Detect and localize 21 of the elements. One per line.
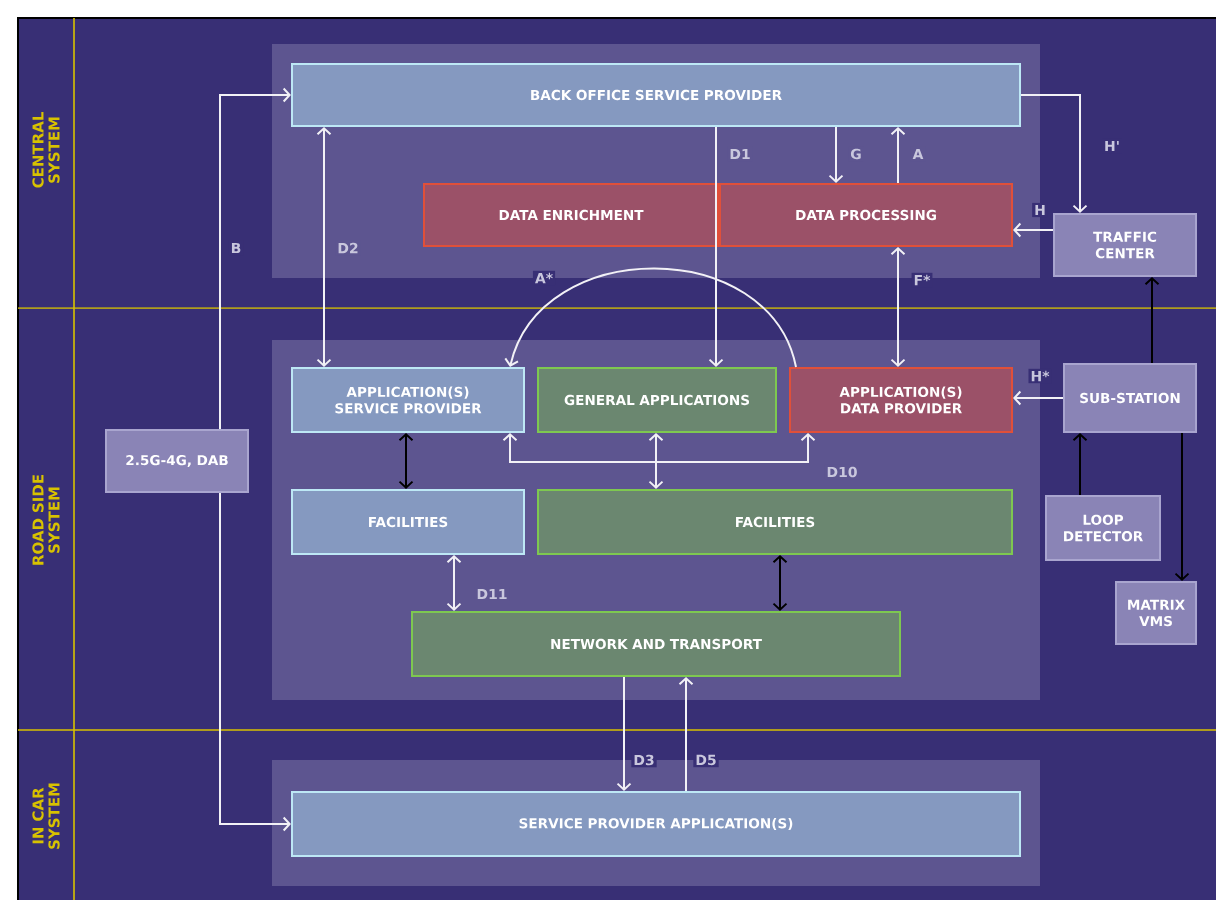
- arrow: [219, 87, 291, 430]
- arrow: [678, 677, 694, 792]
- arrow: [1174, 432, 1190, 581]
- arrow: [890, 247, 906, 367]
- arrow: [1072, 433, 1088, 496]
- arrow: [828, 126, 844, 183]
- arrow: [708, 126, 724, 367]
- arrow: [504, 267, 797, 368]
- arrow: [648, 433, 664, 489]
- arrow: [219, 492, 291, 832]
- arrow: [616, 676, 632, 791]
- arrow: [772, 555, 788, 611]
- arrow: [502, 433, 816, 463]
- arrow: [890, 127, 906, 184]
- arrow: [1020, 94, 1088, 213]
- arrow: [1013, 222, 1054, 238]
- arrow: [1144, 277, 1160, 364]
- arrow: [446, 555, 462, 611]
- arrow: [316, 127, 332, 367]
- arrow: [1013, 390, 1064, 406]
- arrow: [398, 433, 414, 489]
